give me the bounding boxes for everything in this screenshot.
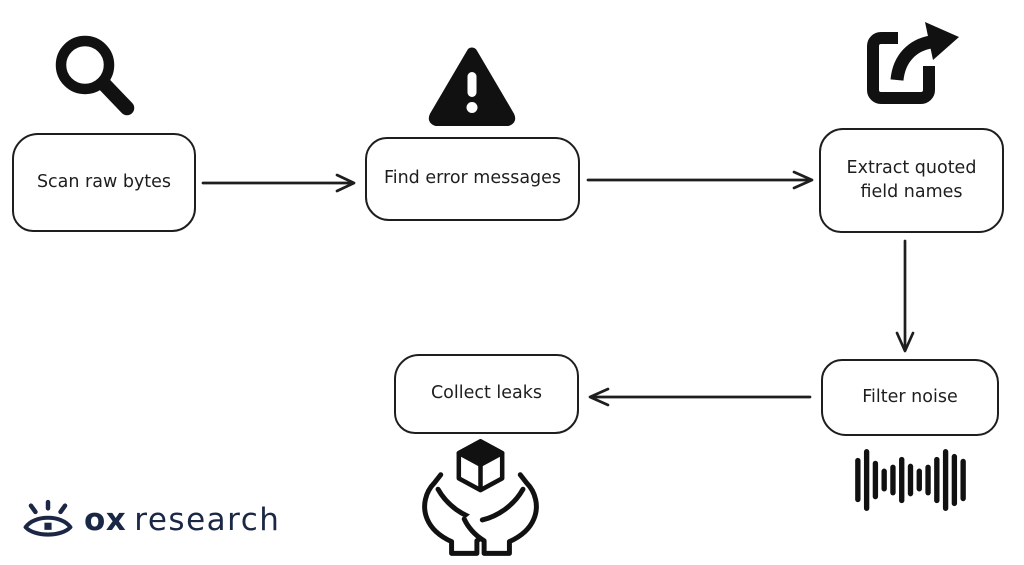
node-label: Extract quoted field names: [846, 157, 977, 202]
warning-triangle-icon: [427, 44, 517, 126]
arrow-extract-to-filter: [895, 239, 915, 353]
node-find-error-messages: Find error messages: [365, 137, 580, 221]
logo-text-rest: research: [134, 502, 281, 538]
logo-text-bold: ox: [84, 502, 127, 538]
eye-icon: [22, 497, 74, 543]
brand-logo: ox research: [22, 496, 280, 544]
magnifier-icon: [52, 34, 138, 120]
share-export-icon: [859, 16, 966, 106]
arrow-filter-to-collect: [588, 387, 812, 407]
node-label: Find error messages: [383, 168, 562, 189]
logo-text: ox research: [84, 502, 280, 538]
node-label: Collect leaks: [430, 383, 543, 404]
node-label: Scan raw bytes: [36, 171, 172, 192]
audio-waveform-icon: [852, 448, 969, 512]
hands-holding-cube-icon: [411, 435, 550, 557]
node-extract-quoted-field-names: Extract quoted field names: [819, 128, 1004, 233]
node-label: Filter noise: [862, 386, 958, 407]
node-scan-raw-bytes: Scan raw bytes: [12, 133, 196, 232]
node-collect-leaks: Collect leaks: [394, 354, 579, 434]
arrow-scan-to-find: [201, 173, 356, 193]
arrow-find-to-extract: [586, 170, 814, 190]
node-filter-noise: Filter noise: [821, 359, 999, 436]
